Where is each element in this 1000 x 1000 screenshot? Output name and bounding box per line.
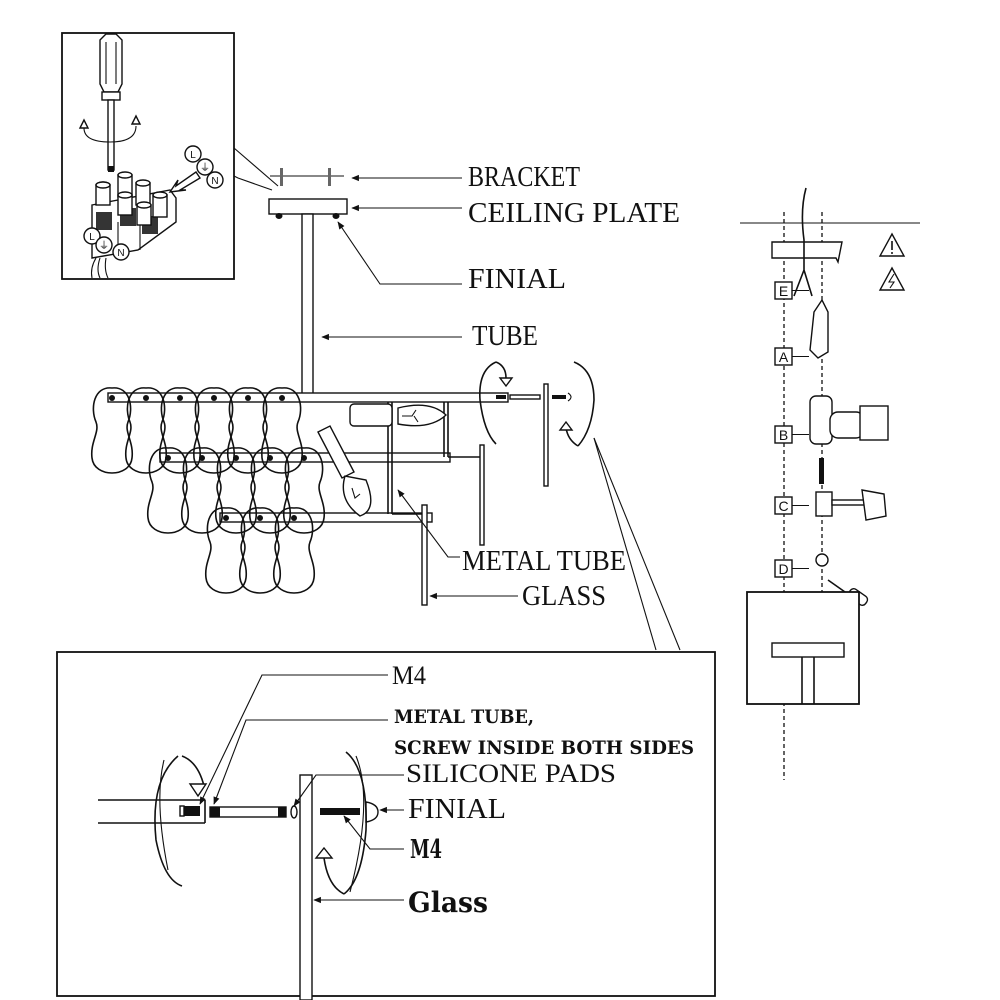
terminal-symbols-upper: L ⏚ N [184,145,224,189]
step-letter: A [779,349,789,365]
svg-text:N: N [117,248,124,259]
drop-hook-dot [233,455,239,461]
glass-drop [282,447,326,534]
glass-drop [260,387,304,474]
install-steps-panel: EABCDE [740,187,920,780]
live-symbol-icon [83,227,101,245]
tube-label: TUBE [472,321,538,352]
silicone-pads-label: SILICONE PADS [406,759,616,788]
drop-hook-dot [223,515,229,521]
glass-label: Glass [408,886,488,919]
glass-drop [272,507,316,594]
earth-symbol-label: ⏚ [200,162,210,174]
drop-hook-dot [301,455,307,461]
metal-tube-leader [213,719,388,805]
tube-part [301,213,314,395]
earth-symbol-icon [95,236,113,254]
svg-text:L: L [89,232,95,243]
terminal-symbols-lower: L ⏚ N [83,227,130,261]
rotate-arrow-icon [558,361,595,447]
svg-text:⏚: ⏚ [99,240,109,252]
m4-screw-icon [182,806,200,816]
m4-bottom-leader [343,815,404,850]
detail-inset-frame [56,651,716,997]
finial-leader [337,221,462,285]
neutral-symbol-icon [206,171,224,189]
live-symbol-label: L [190,150,196,161]
drop-hook-dot [109,395,115,401]
drop-hook-dot [177,395,183,401]
finial-part [275,213,283,219]
drop-hook-dot [257,515,263,521]
wiring-inset: L ⏚ N L ⏚ N [61,32,279,280]
silicone-pads-leader [293,774,404,807]
neutral-symbol-icon [112,243,130,261]
drop-hook-dot [165,455,171,461]
live-symbol-icon [184,145,202,163]
screw-inside-label: SCREW INSIDE BOTH SIDES [394,737,694,759]
step-letter: C [778,498,788,514]
m4-top-label: M4 [392,661,426,690]
drop-hook-dot [279,395,285,401]
screwdriver-icon [99,33,123,172]
bulb-angled [317,425,372,517]
neutral-symbol-label: N [211,176,218,187]
bracket-part [270,168,344,186]
detail-callout-line [593,437,681,651]
rotate-arrow-icon [479,361,514,445]
step-letter: D [778,561,788,577]
ceiling-plate-part [268,198,348,215]
rotate-arrow-icon [314,751,367,895]
exploded-screw-detail [496,392,572,402]
rotate-arrow-icon [78,114,142,143]
bulb-horizontal [349,403,448,427]
glass-drops [90,387,326,594]
supply-wire-icon [793,187,813,297]
finial-icon [365,801,379,823]
insert-arrow-icon [168,171,201,193]
cable-stripper-icon [809,298,829,359]
step-letter: B [779,427,788,443]
metal-tube-icon [209,806,287,818]
finial-label: FINIAL [408,794,506,825]
terminal-block-icon [90,171,177,279]
silicone-pad-icon [290,805,298,819]
wall-plug-icon [819,458,824,484]
drop-hook-dot [143,395,149,401]
glass-pane [421,504,428,606]
drop-hook-dot [245,395,251,401]
finial-label: FINIAL [468,264,566,295]
metal-tube-leader [397,489,460,558]
drill-icon [809,395,889,445]
m4-bolt-icon [320,808,360,815]
wiring-callout-line [233,147,279,187]
drop-hook-dot [211,395,217,401]
drop-hook-dot [291,515,297,521]
drop-hook-dot [199,455,205,461]
ceiling-plate-icon [771,642,845,658]
ceiling-plate-label: CEILING PLATE [468,198,680,229]
rotate-arrow-icon [154,755,208,887]
warning-icon [878,232,906,257]
metal-tube-label: METAL TUBE [462,546,626,577]
m4-top-leader [199,674,388,805]
bracket-label: BRACKET [468,162,580,193]
glass-label: GLASS [522,581,606,612]
glass-panel-icon [299,774,313,1000]
detail-inset: M4 METAL TUBE, SCREW INSIDE BOTH SIDES S… [56,651,716,1000]
glass-pane [543,383,549,487]
electrical-hazard-icon [878,266,906,291]
hammer-icon [815,489,887,521]
m4-bottom-label: M4 [410,835,442,865]
earth-symbol-icon [196,158,214,176]
drop-hook-dot [267,455,273,461]
finial-part [332,213,340,219]
step-letter: E [779,283,788,299]
mounting-bracket-icon [771,241,843,265]
glass-pane [479,444,485,546]
metal-tube-label: METAL TUBE, [394,706,534,728]
